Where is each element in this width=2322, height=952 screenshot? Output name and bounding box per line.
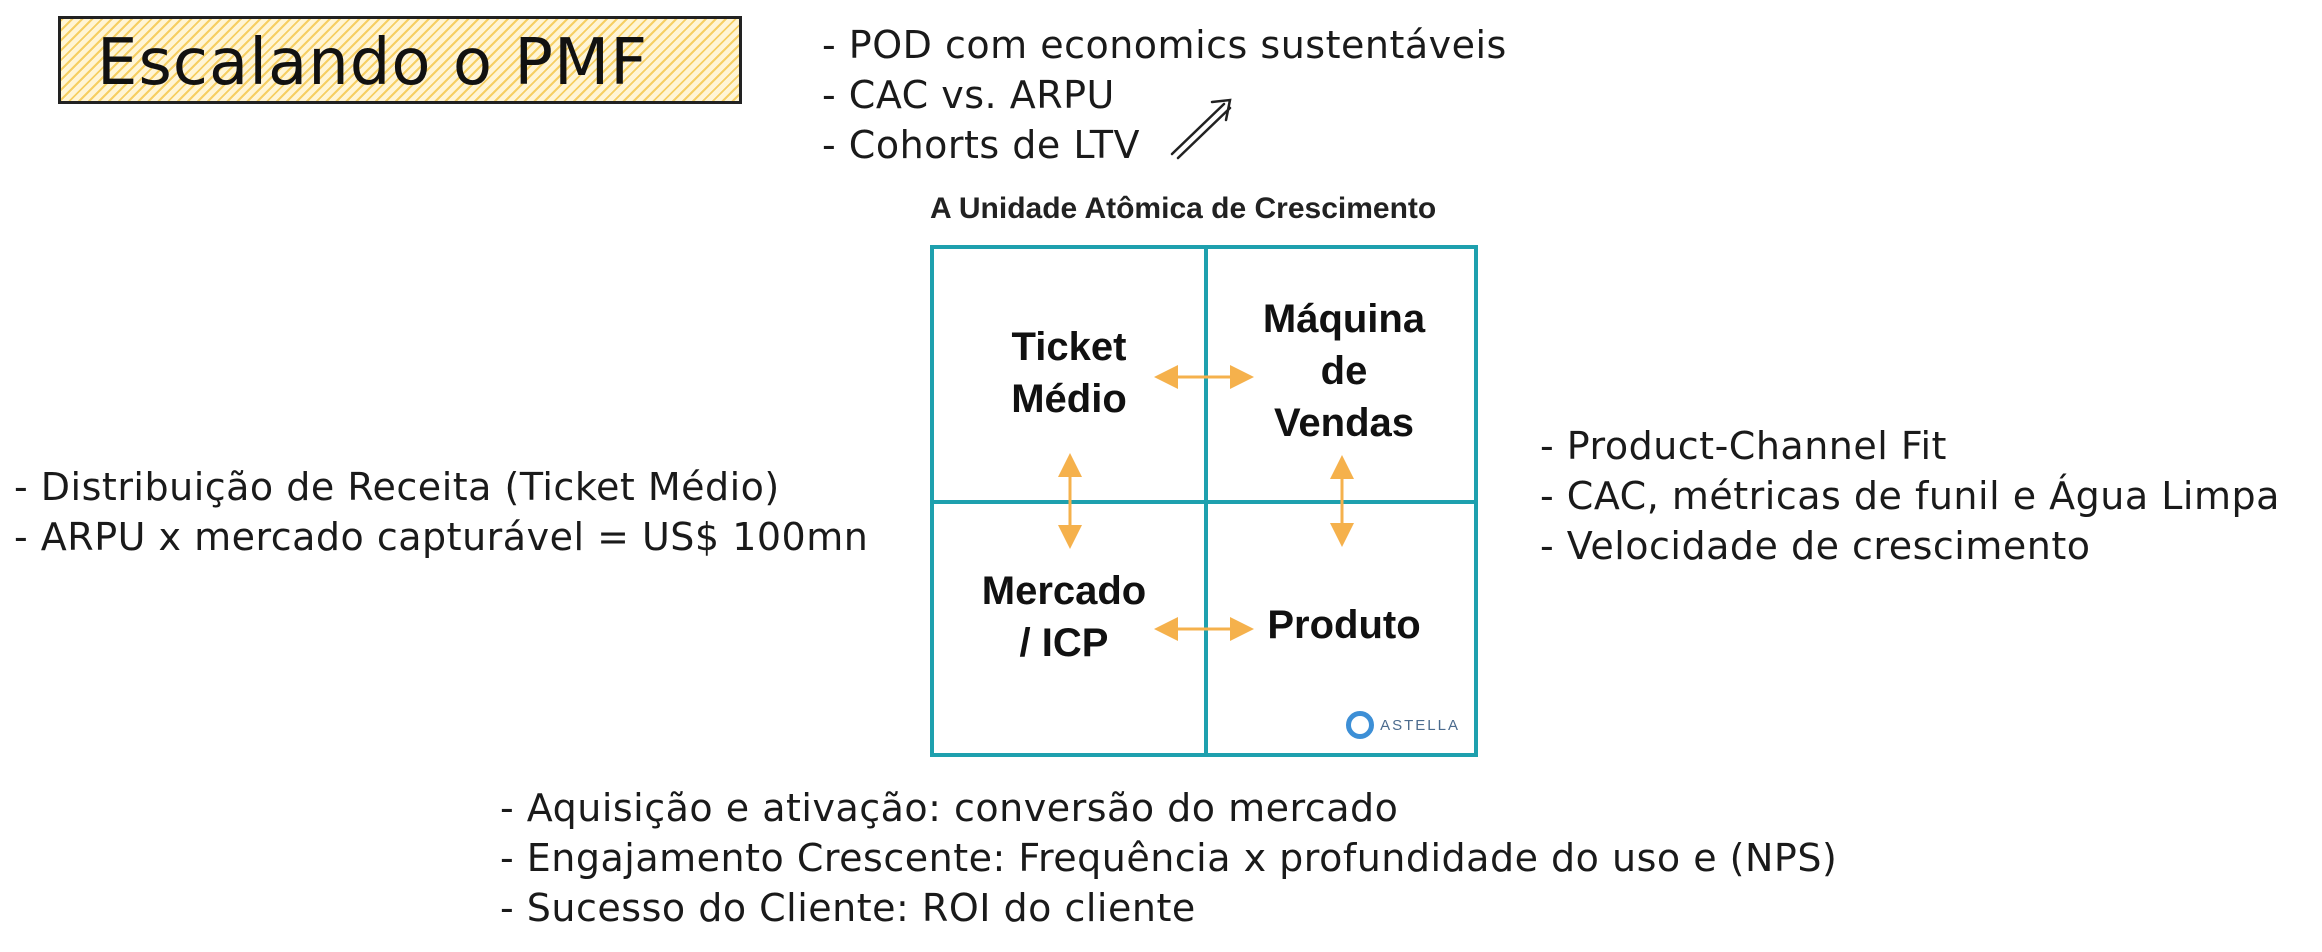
list-item: Sucesso do Cliente: ROI do cliente (500, 883, 1837, 933)
cell-maquina-de-vendas: Máquina de Vendas (1262, 297, 1426, 445)
right-notes-list: Product-Channel Fit CAC, métricas de fun… (1540, 421, 2280, 571)
scribble-arrow-icon (1170, 98, 1232, 160)
list-item: CAC, métricas de funil e Água Limpa (1540, 471, 2280, 521)
title-box: Escalando o PMF (58, 16, 742, 104)
arrows-layer (1058, 365, 1354, 641)
logo-text: ASTELLA (1380, 716, 1460, 734)
cell-mercado-icp: Mercado / ICP (981, 569, 1147, 665)
page-title: Escalando o PMF (97, 26, 648, 100)
list-item: Engajamento Crescente: Frequência x prof… (500, 833, 1837, 883)
list-item: ARPU x mercado capturável = US$ 100mn (14, 512, 868, 562)
list-item: POD com economics sustentáveis (822, 20, 1507, 70)
list-item: Velocidade de crescimento (1540, 521, 2280, 571)
astella-logo: ASTELLA (1346, 711, 1460, 739)
grid-horizontal-divider (934, 500, 1474, 504)
logo-circle-icon (1346, 711, 1375, 739)
growth-grid: Ticket Médio Máquina de Vendas Mercado /… (930, 245, 1478, 757)
list-item: Cohorts de LTV (822, 120, 1507, 170)
list-item: Aquisição e ativação: conversão do merca… (500, 783, 1837, 833)
top-notes-list: POD com economics sustentáveis CAC vs. A… (822, 20, 1507, 170)
list-item: Product-Channel Fit (1540, 421, 2280, 471)
list-item: Distribuição de Receita (Ticket Médio) (14, 462, 868, 512)
cell-ticket-medio: Ticket Médio (1011, 325, 1127, 421)
left-notes-list: Distribuição de Receita (Ticket Médio) A… (14, 462, 868, 562)
diagram-title: A Unidade Atômica de Crescimento (930, 192, 1437, 225)
bottom-notes-list: Aquisição e ativação: conversão do merca… (500, 783, 1837, 933)
list-item: CAC vs. ARPU (822, 70, 1507, 120)
cell-produto: Produto (1267, 603, 1421, 647)
